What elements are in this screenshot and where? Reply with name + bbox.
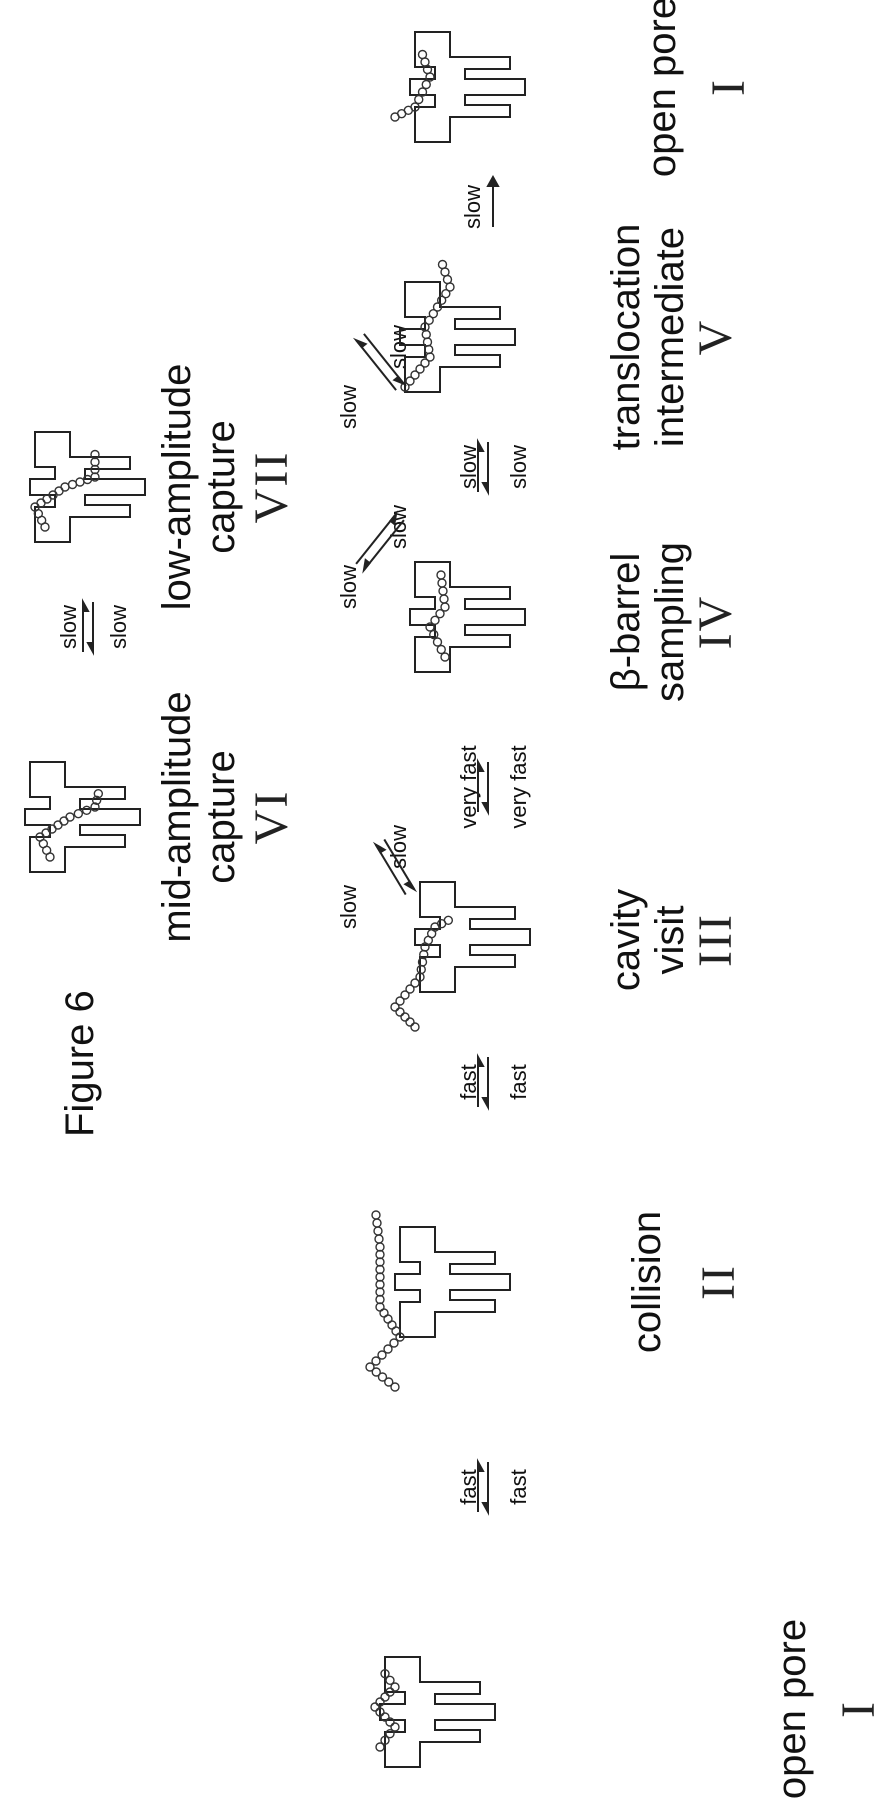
pore-icon — [379, 1656, 496, 1768]
pore-icon — [24, 761, 141, 873]
arrow-icon — [486, 174, 500, 227]
arrow-icon — [372, 838, 418, 896]
pore-icon — [409, 561, 526, 673]
polypeptide-icon — [370, 1668, 400, 1752]
polypeptide-icon — [30, 449, 100, 532]
arrow-icon — [82, 598, 94, 656]
polypeptide-icon — [390, 915, 454, 1032]
pore-icon — [29, 431, 146, 543]
arrow-icon — [355, 510, 405, 574]
arrow-icon — [477, 758, 489, 816]
pore-icon — [394, 1226, 511, 1338]
arrow-icon — [352, 333, 408, 391]
arrow-icon — [477, 438, 489, 496]
pore-icon — [399, 281, 516, 393]
polypeptide-icon — [365, 1210, 405, 1392]
pore-icon — [414, 881, 531, 993]
arrow-icon — [477, 1053, 489, 1111]
polypeptide-icon — [400, 259, 455, 392]
polypeptide-icon — [390, 49, 435, 122]
polypeptide-icon — [35, 788, 104, 862]
polypeptide-icon — [425, 570, 450, 662]
arrow-icon — [477, 1458, 489, 1516]
pore-icon — [409, 31, 526, 143]
